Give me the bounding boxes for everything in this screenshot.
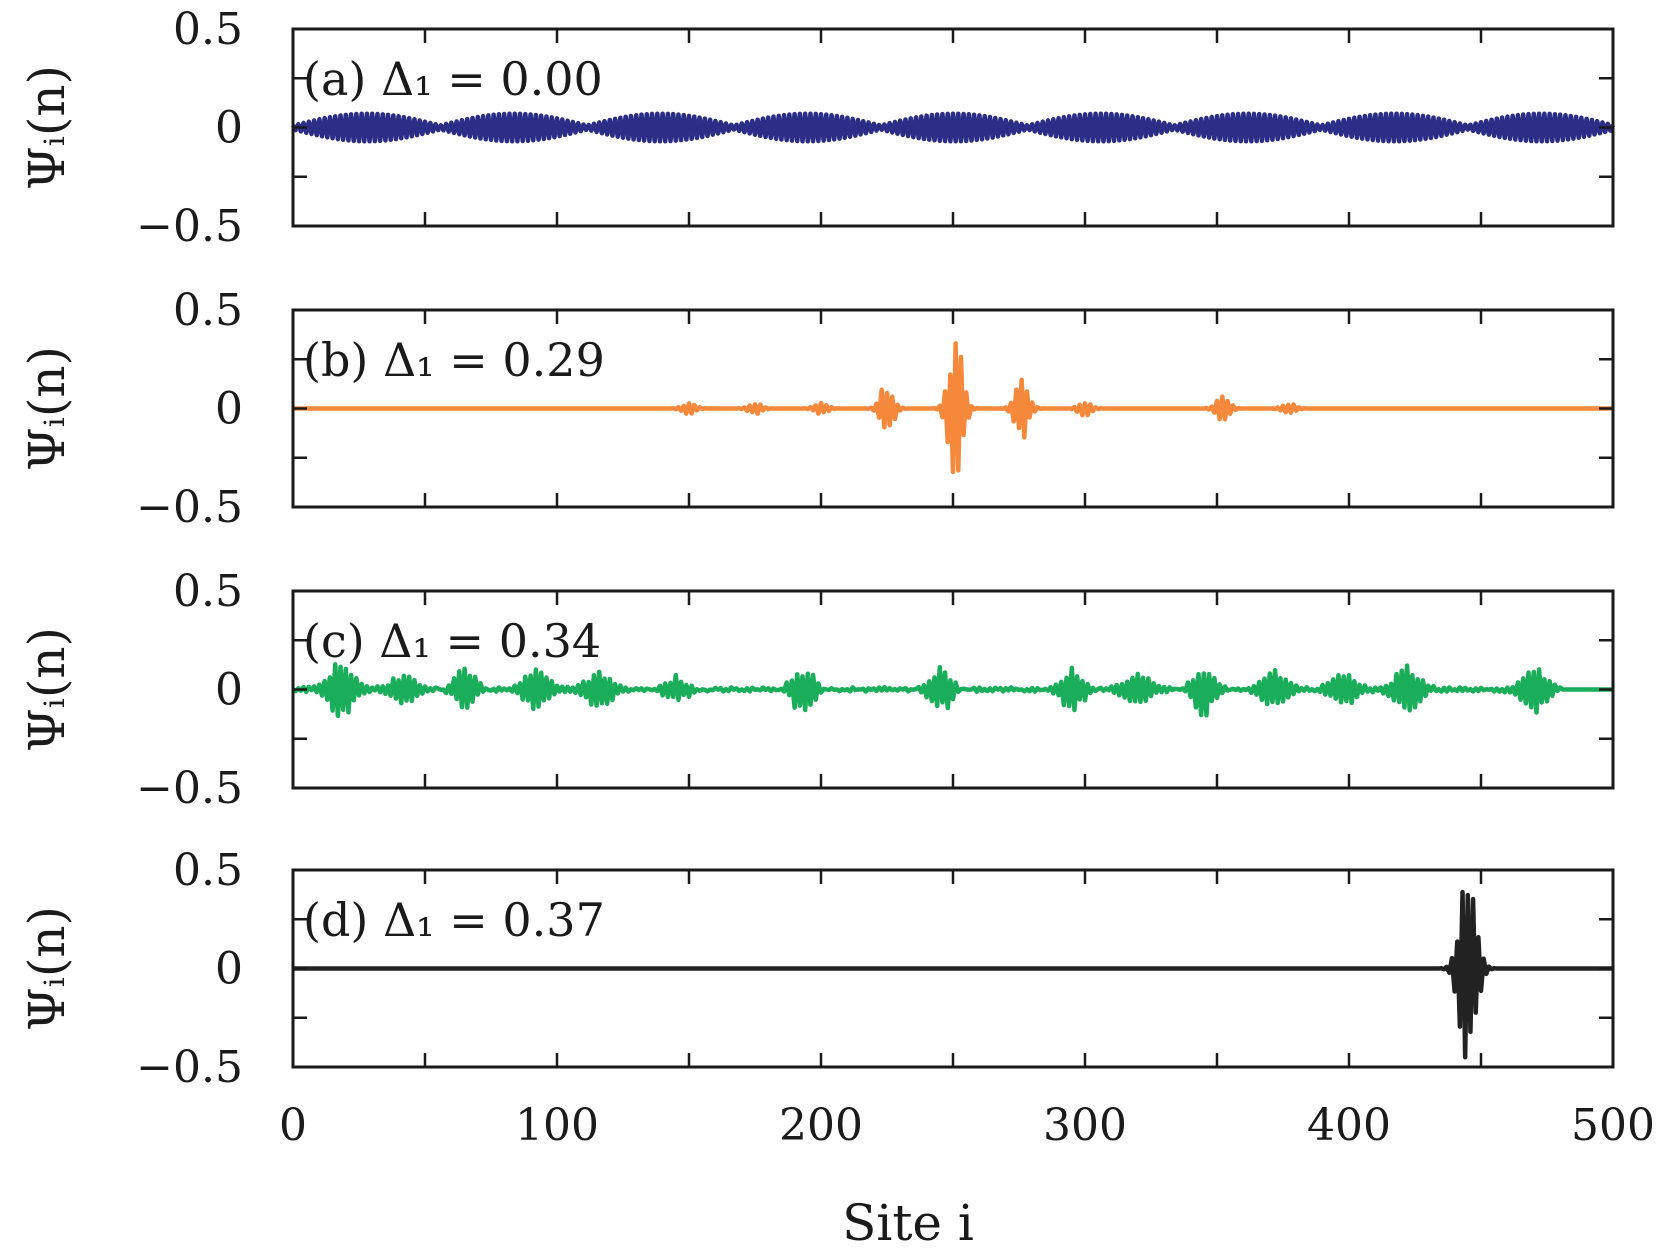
y-axis-title: Ψᵢ(n) (18, 65, 76, 190)
y-axis-title: Ψᵢ(n) (18, 906, 76, 1031)
panel-a: 0.5 0 −0.5 (a) Δ₁ = 0.00 Ψᵢ(n) (18, 4, 1616, 252)
y-axis-title: Ψᵢ(n) (18, 346, 76, 471)
y-tick-label: 0.5 (173, 845, 243, 896)
panel-label: (b) Δ₁ = 0.29 (303, 333, 605, 387)
y-tick-label: −0.5 (136, 482, 243, 533)
series-line (293, 889, 1613, 1060)
series-line (293, 341, 1613, 475)
x-tick-label: 400 (1307, 1100, 1391, 1151)
x-tick-labels: 0 100 200 300 400 500 (279, 1100, 1655, 1151)
panel-label: (a) Δ₁ = 0.00 (303, 52, 603, 106)
panel-b: 0.5 0 −0.5 (b) Δ₁ = 0.29 Ψᵢ(n) (18, 285, 1615, 533)
y-tick-label: 0.5 (173, 4, 243, 55)
x-tick-label: 500 (1571, 1100, 1655, 1151)
y-tick-label: −0.5 (136, 201, 243, 252)
x-tick-label: 300 (1043, 1100, 1127, 1151)
y-tick-label: 0.5 (173, 285, 243, 336)
y-tick-label: 0 (215, 944, 243, 995)
y-tick-label: 0 (215, 665, 243, 716)
y-tick-label: 0.5 (173, 566, 243, 617)
x-tick-label: 0 (279, 1100, 307, 1151)
x-tick-label: 200 (779, 1100, 863, 1151)
y-tick-label: 0 (215, 103, 243, 154)
panel-d: 0.5 0 −0.5 (d) Δ₁ = 0.37 Ψᵢ(n) (18, 845, 1615, 1093)
y-axis-title: Ψᵢ(n) (18, 627, 76, 752)
panel-label: (c) Δ₁ = 0.34 (303, 614, 601, 668)
x-tick-label: 100 (515, 1100, 599, 1151)
x-axis-title: Site i (842, 1194, 974, 1252)
panel-label: (d) Δ₁ = 0.37 (303, 893, 605, 947)
series-line (291, 662, 1613, 719)
series-line (291, 111, 1616, 144)
y-tick-label: −0.5 (136, 1042, 243, 1093)
y-tick-label: 0 (215, 384, 243, 435)
y-tick-label: −0.5 (136, 763, 243, 814)
panel-c: 0.5 0 −0.5 (c) Δ₁ = 0.34 Ψᵢ(n) (18, 566, 1615, 814)
